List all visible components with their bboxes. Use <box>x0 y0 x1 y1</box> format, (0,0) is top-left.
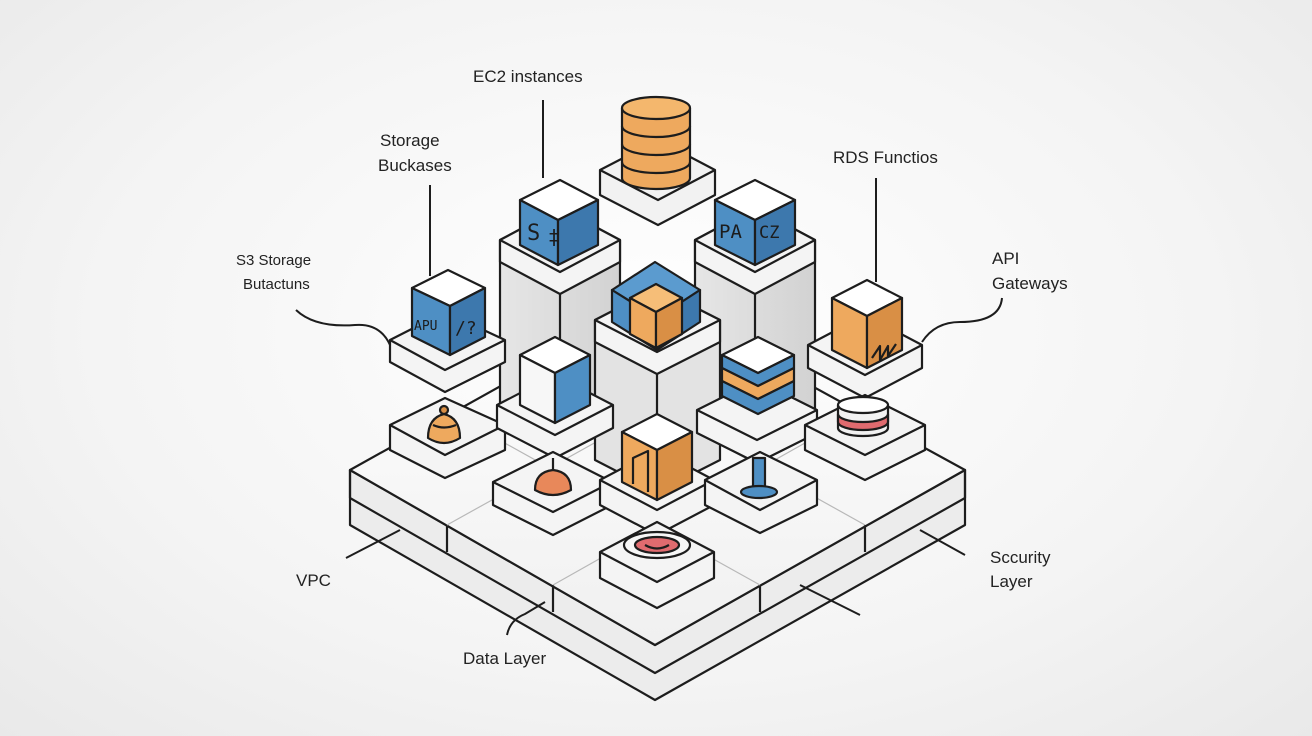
pa-cube <box>713 178 797 267</box>
s3-label-line1: S3 Storage <box>236 252 311 269</box>
ec2-database-node <box>598 95 717 227</box>
storage-label-line2: Buckases <box>378 156 452 175</box>
storage-label-line1: Storage <box>380 131 440 150</box>
red-ring-node <box>598 520 716 610</box>
pa-glyph: PA <box>719 221 742 243</box>
data-layer-label: Data Layer <box>463 649 546 668</box>
leader-lines <box>295 100 1003 636</box>
layered-stack-node <box>695 335 819 465</box>
rds-label: RDS Functios <box>833 148 938 167</box>
api-gateway-node <box>806 278 924 400</box>
s3-label-line2: Butactuns <box>243 276 310 293</box>
orange-cube-node <box>598 412 716 537</box>
api-label-line1: API <box>992 249 1019 268</box>
s-cube-glyph: S <box>527 221 540 246</box>
security-label-line2: Layer <box>990 572 1033 591</box>
red-cylinder-node <box>803 393 927 482</box>
vpc-label: VPC <box>296 571 331 590</box>
ec2-label: EC2 instances <box>473 67 583 86</box>
left-dome-node <box>388 396 507 480</box>
orange-dome-small <box>491 450 614 537</box>
apu-glyph: APU <box>414 319 437 334</box>
s-cube <box>518 178 600 267</box>
apu-node <box>388 268 507 394</box>
apu-mark: /? <box>455 318 477 339</box>
cz-glyph: CZ <box>759 223 779 243</box>
white-blue-cube-node <box>495 335 615 460</box>
security-label-line1: Sccurity <box>990 548 1051 567</box>
s-cube-mark: ‡ <box>548 225 560 249</box>
api-label-line2: Gateways <box>992 274 1068 293</box>
center-blue-orange-cube <box>610 260 702 352</box>
blue-pin-node <box>703 450 819 535</box>
